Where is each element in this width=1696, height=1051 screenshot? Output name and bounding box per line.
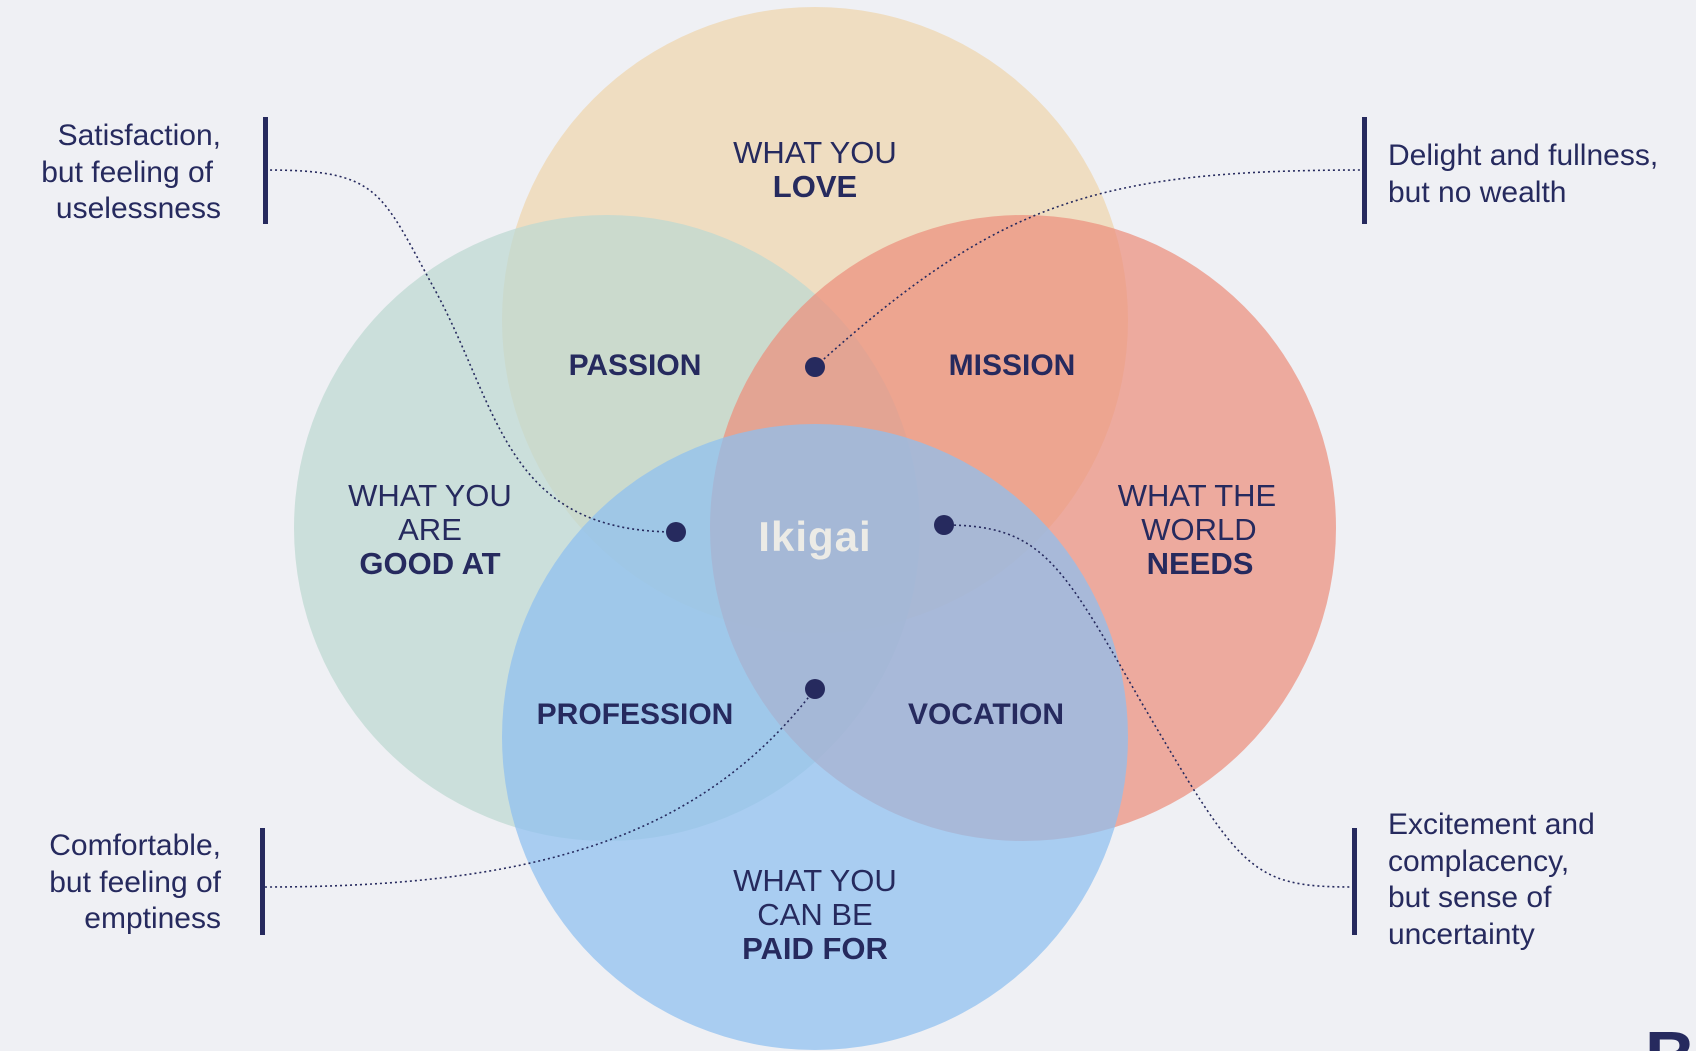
bar-top-right — [1362, 117, 1367, 224]
label-needs-bold: NEEDS — [1147, 546, 1254, 581]
label-mission: MISSION — [949, 349, 1076, 382]
connector-top-left — [264, 169, 677, 533]
bar-bottom-right — [1352, 828, 1357, 935]
callout-bottom-left-line3: emptiness — [84, 902, 221, 935]
callout-bottom-right-line1: Excitement and — [1388, 808, 1595, 841]
callout-top-left-line1: Satisfaction, — [58, 119, 221, 152]
callout-bottom-left-line1: Comfortable, — [49, 829, 221, 862]
label-profession: PROFESSION — [537, 698, 734, 731]
label-needs-line2: WORLD — [1141, 512, 1256, 547]
dot-delight — [805, 357, 825, 377]
callout-bottom-left: Comfortable, but feeling of emptiness — [49, 829, 221, 935]
label-love-line1: WHAT YOU — [733, 135, 897, 170]
callout-bottom-right-line3: but sense of — [1388, 881, 1552, 914]
dot-excitement — [934, 515, 954, 535]
callout-top-right: Delight and fullness, but no wealth — [1388, 139, 1658, 209]
label-good-line1: WHAT YOU — [348, 478, 512, 513]
label-paid-bold: PAID FOR — [742, 931, 888, 966]
label-passion: PASSION — [569, 349, 702, 382]
connector-lines — [264, 169, 1366, 888]
label-good-bold: GOOD AT — [359, 546, 500, 581]
bar-top-left — [263, 117, 268, 224]
label-love: WHAT YOU LOVE — [733, 135, 897, 204]
connector-bottom-right — [943, 524, 1353, 888]
callout-bars — [260, 117, 1367, 935]
label-paid-line1: WHAT YOU — [733, 863, 897, 898]
label-ikigai: Ikigai — [758, 513, 871, 560]
connector-bottom-left — [264, 688, 816, 888]
callout-bottom-left-line2: but feeling of — [49, 866, 221, 899]
label-good-at: WHAT YOU ARE GOOD AT — [348, 478, 512, 581]
callout-top-left-line3: uselessness — [56, 192, 221, 225]
label-world-needs: WHAT THE WORLD NEEDS — [1118, 478, 1276, 581]
label-paid-for: WHAT YOU CAN BE PAID FOR — [733, 863, 897, 966]
label-good-line2: ARE — [398, 512, 462, 547]
callout-top-right-line2: but no wealth — [1388, 176, 1566, 209]
connector-dots — [666, 357, 954, 699]
dot-comfortable — [805, 679, 825, 699]
callout-bottom-right-line2: complacency, — [1388, 845, 1569, 878]
overlap-labels: PASSION MISSION PROFESSION VOCATION — [537, 349, 1076, 731]
venn-circles — [294, 7, 1336, 1050]
callout-bottom-right: Excitement and complacency, but sense of… — [1388, 808, 1595, 951]
callout-top-left-line2: but feeling of — [41, 156, 213, 189]
callout-bottom-right-line4: uncertainty — [1388, 918, 1535, 951]
label-needs-line1: WHAT THE — [1118, 478, 1276, 513]
label-vocation: VOCATION — [908, 698, 1064, 731]
callout-top-left: Satisfaction, but feeling of uselessness — [41, 119, 221, 225]
label-paid-line2: CAN BE — [757, 897, 872, 932]
callout-top-right-line1: Delight and fullness, — [1388, 139, 1658, 172]
bar-bottom-left — [260, 828, 265, 935]
brand-logo-mark: B — [1645, 1017, 1696, 1051]
label-love-bold: LOVE — [773, 169, 857, 204]
dot-satisfaction — [666, 522, 686, 542]
circle-what-you-can-be-paid-for — [502, 424, 1128, 1050]
